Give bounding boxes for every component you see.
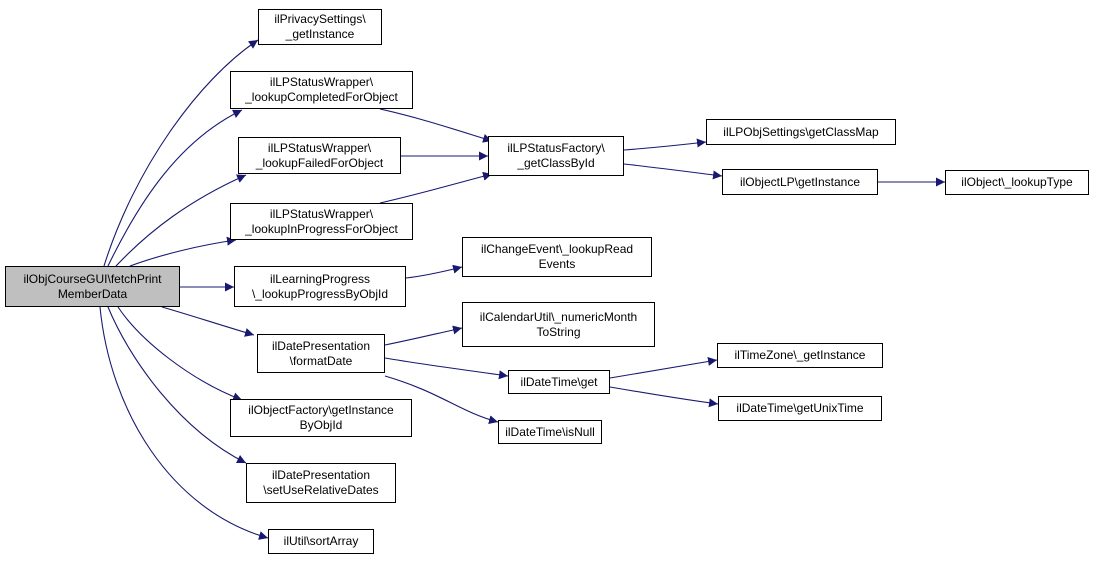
node-label-line: ToString bbox=[536, 324, 581, 339]
node-label-line: ilLPStatusWrapper\ bbox=[269, 206, 374, 221]
edge-datepres-format-to-calendarutil bbox=[384, 325, 463, 346]
node-lpsw-failed[interactable]: ilLPStatusWrapper\_lookupFailedForObject bbox=[238, 137, 401, 174]
node-label-line: ByObjId bbox=[299, 418, 343, 432]
edge-lpsw-completed-to-lpsf-classbyid bbox=[379, 108, 493, 143]
node-label-line: ilObjCourseGUI\fetchPrint bbox=[23, 271, 162, 286]
node-lpobj-classmap[interactable]: ilLPObjSettings\getClassMap bbox=[706, 119, 896, 145]
edge-root-to-datepres-setrel bbox=[107, 306, 247, 464]
edge-datepres-format-to-datetime-isnull bbox=[384, 375, 499, 425]
node-label-line: Events bbox=[538, 257, 576, 271]
node-label-line: ilLPStatusWrapper\ bbox=[267, 140, 372, 155]
edge-root-to-privacy bbox=[103, 39, 259, 267]
node-label-line: ilObject\_lookupType bbox=[961, 175, 1073, 189]
node-label-line: ilChangeEvent\_lookupRead bbox=[480, 242, 634, 256]
node-datepres-format[interactable]: ilDatePresentation\formatDate bbox=[257, 334, 385, 373]
edge-datetime-get-to-datetime-unixtime bbox=[609, 386, 719, 408]
node-label-line: \_lookupProgressByObjId bbox=[251, 286, 389, 301]
node-label-line: ilLPObjSettings\getClassMap bbox=[723, 124, 879, 139]
node-label-line: ilDatePresentation bbox=[271, 338, 371, 353]
node-lpsw-inprogress[interactable]: ilLPStatusWrapper\_lookupInProgressForOb… bbox=[230, 203, 413, 240]
node-label-line: _getClassById bbox=[517, 156, 595, 170]
node-datepres-setrel[interactable]: ilDatePresentation\setUseRelativeDates bbox=[246, 463, 396, 503]
node-datetime-isnull[interactable]: ilDateTime\isNull bbox=[498, 420, 602, 444]
node-label-line: _lookupCompletedForObject bbox=[245, 90, 398, 104]
node-label-line: ilLPStatusFactory\ bbox=[507, 141, 605, 155]
edge-learning-progress-to-changeevent bbox=[405, 264, 463, 279]
edge-datepres-format-to-datetime-get bbox=[384, 357, 509, 380]
node-util-sort[interactable]: ilUtil\sortArray bbox=[268, 529, 374, 554]
node-label-line: ilObjectFactory\getInstance bbox=[248, 403, 394, 417]
node-label-line: ilCalendarUtil\_numericMonth bbox=[479, 309, 638, 324]
node-lpsf-classbyid[interactable]: ilLPStatusFactory\_getClassById bbox=[488, 136, 624, 176]
edge-root-to-util-sort bbox=[99, 306, 269, 540]
node-label-line: ilDateTime\isNull bbox=[505, 424, 595, 439]
edge-root-to-lpsw-completed bbox=[107, 109, 243, 267]
edge-root-to-objfactory bbox=[117, 306, 243, 401]
node-label-line: ilUtil\sortArray bbox=[283, 534, 359, 548]
node-datetime-get[interactable]: ilDateTime\get bbox=[508, 370, 610, 394]
edge-datetime-get-to-timezone-getinstance bbox=[609, 356, 718, 379]
node-privacy[interactable]: ilPrivacySettings\_getInstance bbox=[258, 9, 382, 45]
node-object-lookuptype[interactable]: ilObject\_lookupType bbox=[945, 170, 1089, 195]
node-label-line: ilDateTime\get bbox=[520, 374, 598, 389]
node-label-line: \formatDate bbox=[289, 353, 353, 368]
node-label-line: ilDatePresentation bbox=[271, 468, 371, 482]
node-label-line: ilDateTime\getUnixTime bbox=[736, 401, 864, 415]
node-lpsw-completed[interactable]: ilLPStatusWrapper\_lookupCompletedForObj… bbox=[230, 71, 413, 109]
node-label-line: _getInstance bbox=[285, 27, 355, 41]
node-label-line: \setUseRelativeDates bbox=[263, 483, 379, 497]
edge-root-to-datepres-format bbox=[161, 306, 255, 337]
node-label-line: ilLPStatusWrapper\ bbox=[269, 75, 374, 89]
node-label-line: _lookupInProgressForObject bbox=[245, 221, 398, 236]
node-label-line: ilLearningProgress bbox=[269, 271, 371, 286]
node-label-line: ilPrivacySettings\ bbox=[274, 12, 366, 26]
node-label-line: ilObjectLP\getInstance bbox=[739, 174, 861, 189]
node-label-line: ilTimeZone\_getInstance bbox=[734, 348, 866, 362]
node-datetime-unixtime[interactable]: ilDateTime\getUnixTime bbox=[718, 396, 882, 421]
edge-lpsw-inprogress-to-lpsf-classbyid bbox=[379, 171, 493, 204]
edge-root-to-lpsw-failed bbox=[115, 174, 247, 267]
node-objectlp-getinstance[interactable]: ilObjectLP\getInstance bbox=[722, 169, 878, 195]
node-label-line: MemberData bbox=[57, 286, 128, 301]
node-learning-progress[interactable]: ilLearningProgress\_lookupProgressByObjI… bbox=[234, 266, 406, 307]
edge-lpsf-classbyid-to-objectlp-getinstance bbox=[623, 163, 723, 180]
node-label-line: _lookupFailedForObject bbox=[255, 155, 384, 170]
edge-lpsf-classbyid-to-lpobj-classmap bbox=[623, 138, 707, 151]
edge-root-to-lpsw-inprogress bbox=[129, 236, 237, 267]
node-timezone-getinstance[interactable]: ilTimeZone\_getInstance bbox=[717, 343, 883, 368]
